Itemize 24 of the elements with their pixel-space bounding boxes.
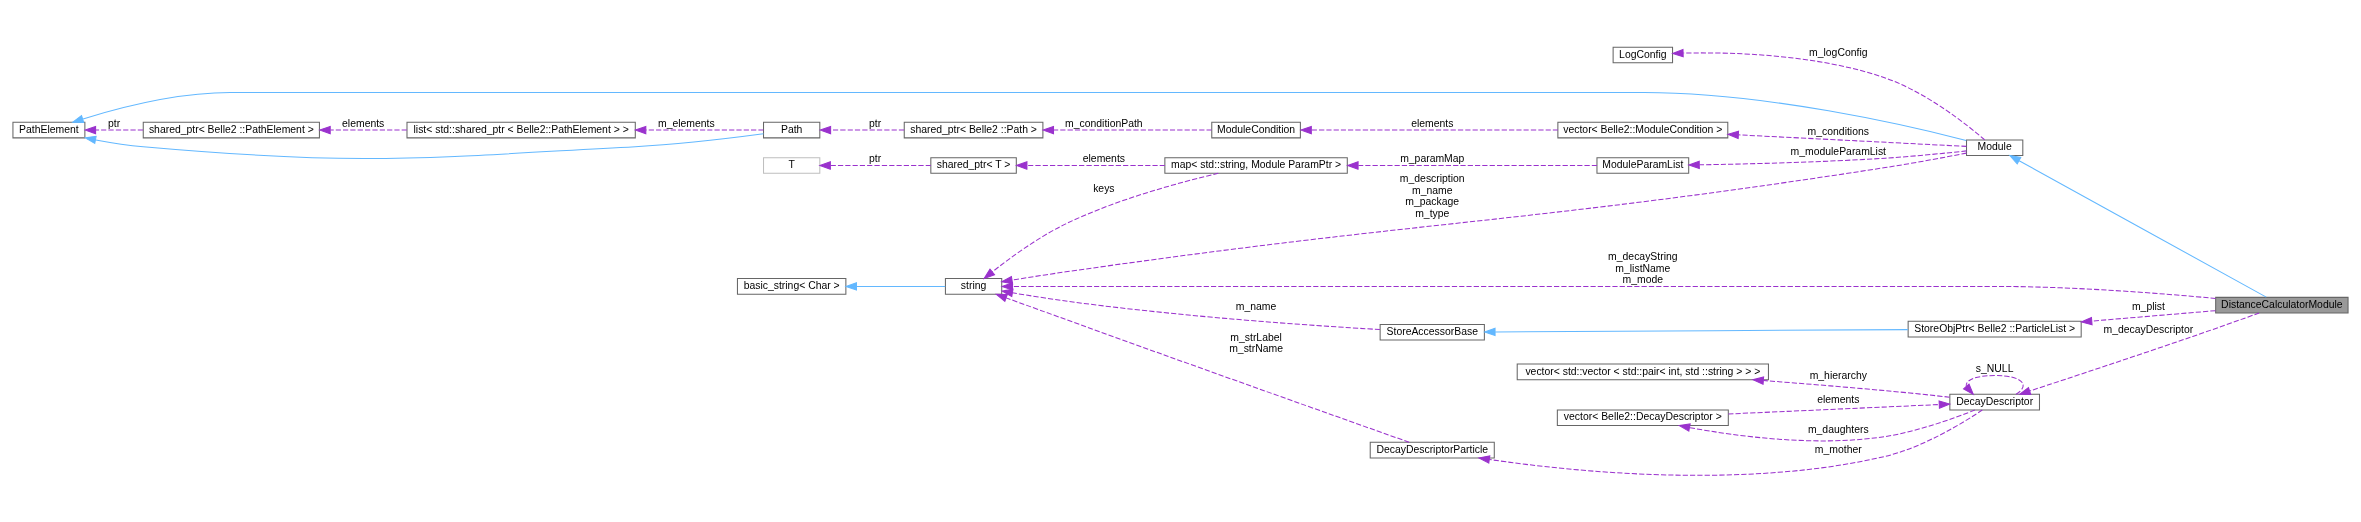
edge-label: elements — [342, 117, 385, 129]
edge-label: keys — [1093, 182, 1115, 194]
edge-label: m_strLabel m_strName — [1229, 331, 1283, 354]
edge-label: elements — [1411, 117, 1454, 129]
edge-label: m_paramMap — [1400, 152, 1465, 164]
edge-label: m_logConfig — [1809, 46, 1868, 58]
edge-label: m_conditions — [1807, 125, 1869, 137]
edge-label: s_NULL — [1975, 362, 2014, 374]
edge-label: m_decayDescriptor — [2103, 323, 2194, 335]
edge-label: m_elements — [658, 117, 715, 129]
edge-label: m_moduleParamList — [1790, 145, 1887, 157]
edge-label: m_decayString m_listName m_mode — [1608, 250, 1678, 285]
edge-label: m_mother — [1814, 443, 1862, 455]
edge-label: elements — [1082, 152, 1125, 164]
edge-label: elements — [1817, 393, 1860, 405]
edge-label: m_plist — [2131, 300, 2165, 312]
edge-label: ptr — [868, 152, 882, 164]
edge-label: m_description m_name m_package m_type — [1399, 172, 1465, 219]
edge-label: m_daughters — [1807, 423, 1869, 435]
edge-label: m_conditionPath — [1065, 117, 1143, 129]
edge-label: m_hierarchy — [1809, 369, 1867, 381]
edge-label: ptr — [868, 117, 882, 129]
edge-label: m_name — [1235, 300, 1277, 312]
edge-label: ptr — [107, 117, 121, 129]
